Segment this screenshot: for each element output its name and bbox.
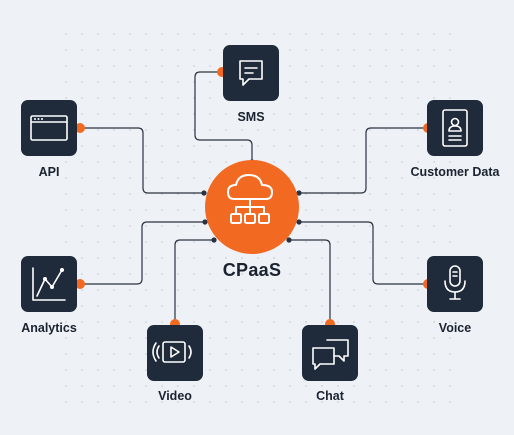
connector-sms bbox=[194, 71, 253, 162]
connector-customer-data bbox=[299, 127, 428, 194]
sms-label: SMS bbox=[237, 110, 264, 124]
cpaas-hub[interactable] bbox=[205, 160, 299, 254]
node-video[interactable] bbox=[147, 325, 203, 381]
junction-dots bbox=[201, 159, 302, 243]
connector-api bbox=[80, 127, 204, 194]
chart-points bbox=[43, 268, 64, 289]
customer-data-label: Customer Data bbox=[411, 165, 501, 179]
message-icon bbox=[239, 60, 263, 86]
connectors bbox=[80, 71, 428, 324]
contact-card-icon bbox=[442, 109, 468, 147]
api-label: API bbox=[39, 165, 60, 179]
browser-window-icon bbox=[30, 115, 68, 141]
node-voice[interactable] bbox=[427, 256, 483, 312]
connector-video bbox=[174, 239, 214, 324]
video-label: Video bbox=[158, 389, 192, 403]
node-analytics[interactable] bbox=[21, 256, 77, 312]
cloud-network-icon bbox=[227, 174, 273, 224]
node-customer-data[interactable] bbox=[427, 100, 483, 156]
voice-label: Voice bbox=[439, 321, 471, 335]
analytics-label: Analytics bbox=[21, 321, 77, 335]
node-sms[interactable] bbox=[223, 45, 279, 101]
microphone-icon bbox=[444, 265, 466, 300]
chat-bubbles-icon bbox=[312, 339, 349, 370]
chat-label: Chat bbox=[316, 389, 345, 403]
connector-chat bbox=[289, 239, 331, 324]
browser-dots bbox=[34, 118, 43, 120]
node-chat[interactable] bbox=[302, 325, 358, 381]
video-play-icon bbox=[152, 341, 192, 363]
node-api[interactable] bbox=[21, 100, 77, 156]
line-chart-icon bbox=[32, 267, 66, 301]
connector-voice bbox=[299, 221, 428, 285]
connector-analytics bbox=[80, 221, 205, 285]
hub-label: CPaaS bbox=[223, 260, 282, 280]
